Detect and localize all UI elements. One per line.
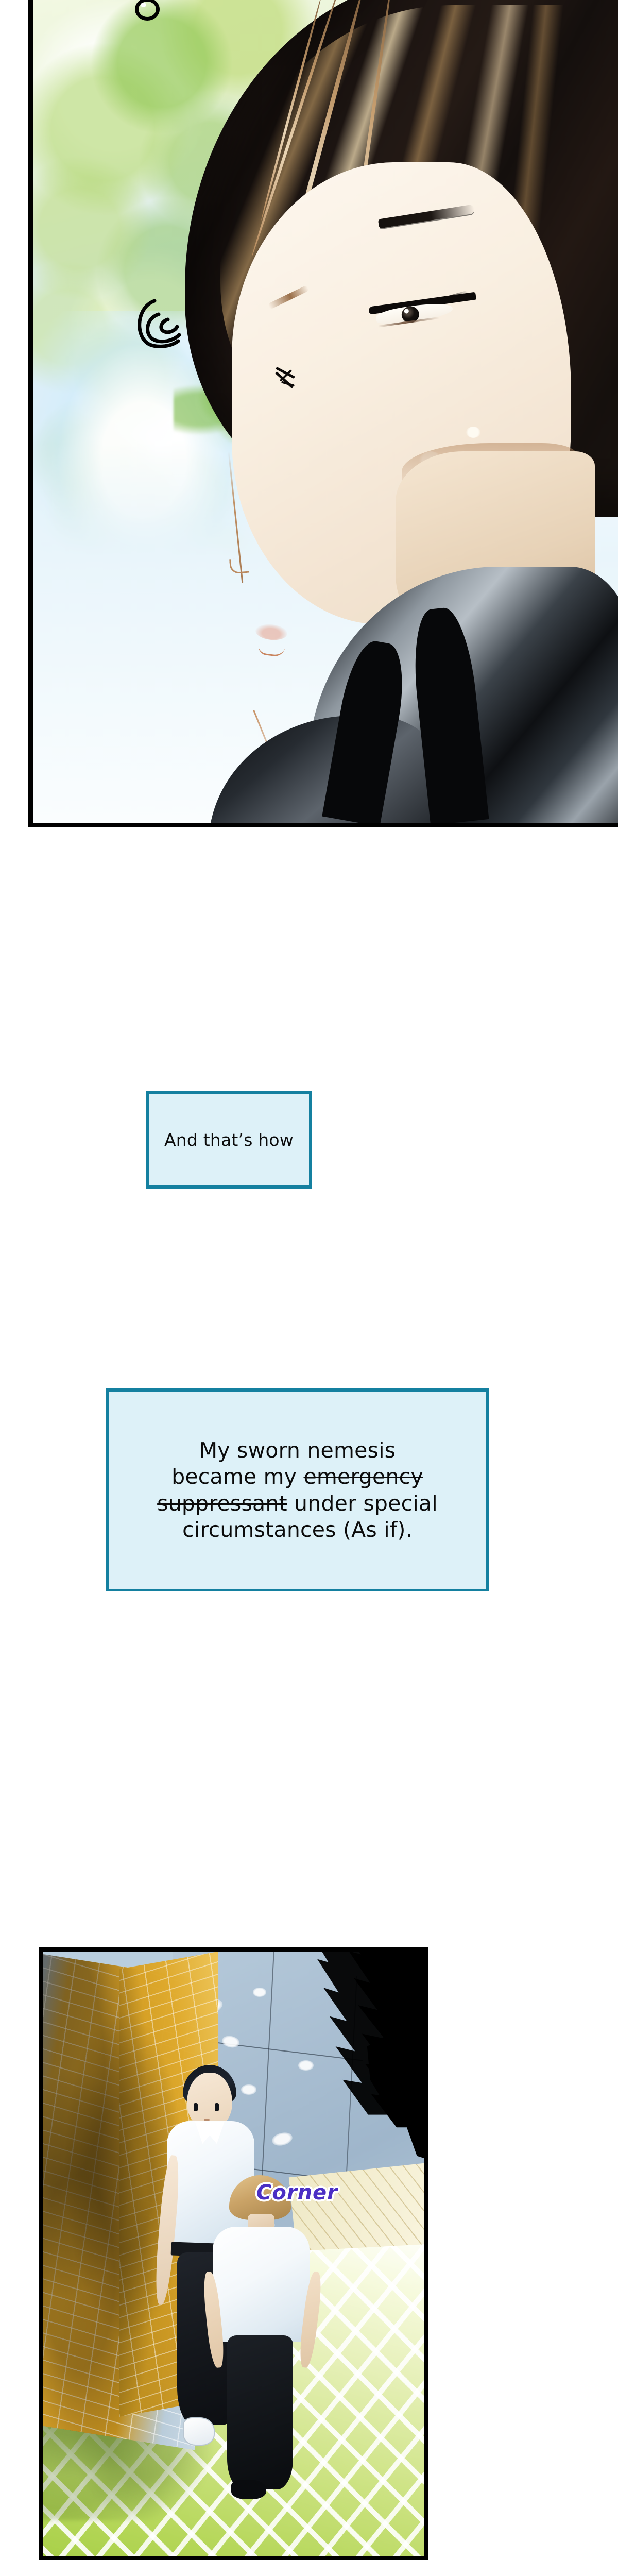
gutter xyxy=(0,827,618,1095)
tall-boy-eye xyxy=(214,2103,219,2112)
caption-2-line-1: My sworn nemesis xyxy=(199,1438,396,1463)
caption-2-line-3-plain: under special xyxy=(287,1490,438,1516)
character-eye-far xyxy=(273,367,302,395)
light-dapple xyxy=(252,1988,266,1997)
blond-boy-tshirt xyxy=(213,2226,310,2342)
squiggle-emote-icon xyxy=(134,296,201,352)
blond-boy-hair xyxy=(229,2175,291,2221)
character-blond-boy xyxy=(201,2175,324,2499)
tall-boy-sneaker xyxy=(183,2417,215,2446)
gutter xyxy=(0,2560,618,2576)
caption-box-1: And that’s how xyxy=(146,1091,312,1189)
caption-box-2: My sworn nemesis became my emergency sup… xyxy=(106,1388,489,1592)
blond-boy-shoe xyxy=(231,2480,267,2499)
light-dapple xyxy=(466,426,480,438)
panel-bottom-artwork: Corner xyxy=(43,1952,424,2556)
tall-boy-head xyxy=(186,2072,233,2129)
caption-2-line-4: circumstances (As if). xyxy=(182,1517,413,1542)
caption-2-text-block: My sworn nemesis became my emergency sup… xyxy=(157,1437,438,1543)
tall-boy-eye xyxy=(194,2103,198,2112)
blond-boy-trousers xyxy=(227,2335,294,2490)
light-dapple xyxy=(298,2060,314,2071)
panel-alley-walk: Corner xyxy=(39,1947,428,2561)
leaf-silhouette xyxy=(234,1952,424,2181)
gutter xyxy=(0,1591,618,1948)
corner-sfx-text: Corner xyxy=(256,2181,338,2205)
caption-2-struck-emergency: emergency xyxy=(303,1464,423,1489)
light-dapple xyxy=(241,2084,257,2095)
gutter xyxy=(0,1189,618,1389)
panel-close-up-profile xyxy=(28,0,618,827)
tall-boy-mouth xyxy=(203,2119,210,2121)
sweat-drop-icon xyxy=(135,0,160,21)
panel-top-artwork xyxy=(33,0,618,823)
caption-2-line-2-plain: became my xyxy=(171,1464,304,1489)
caption-1-text: And that’s how xyxy=(164,1129,294,1150)
caption-2-struck-suppressant: suppressant xyxy=(157,1490,287,1516)
